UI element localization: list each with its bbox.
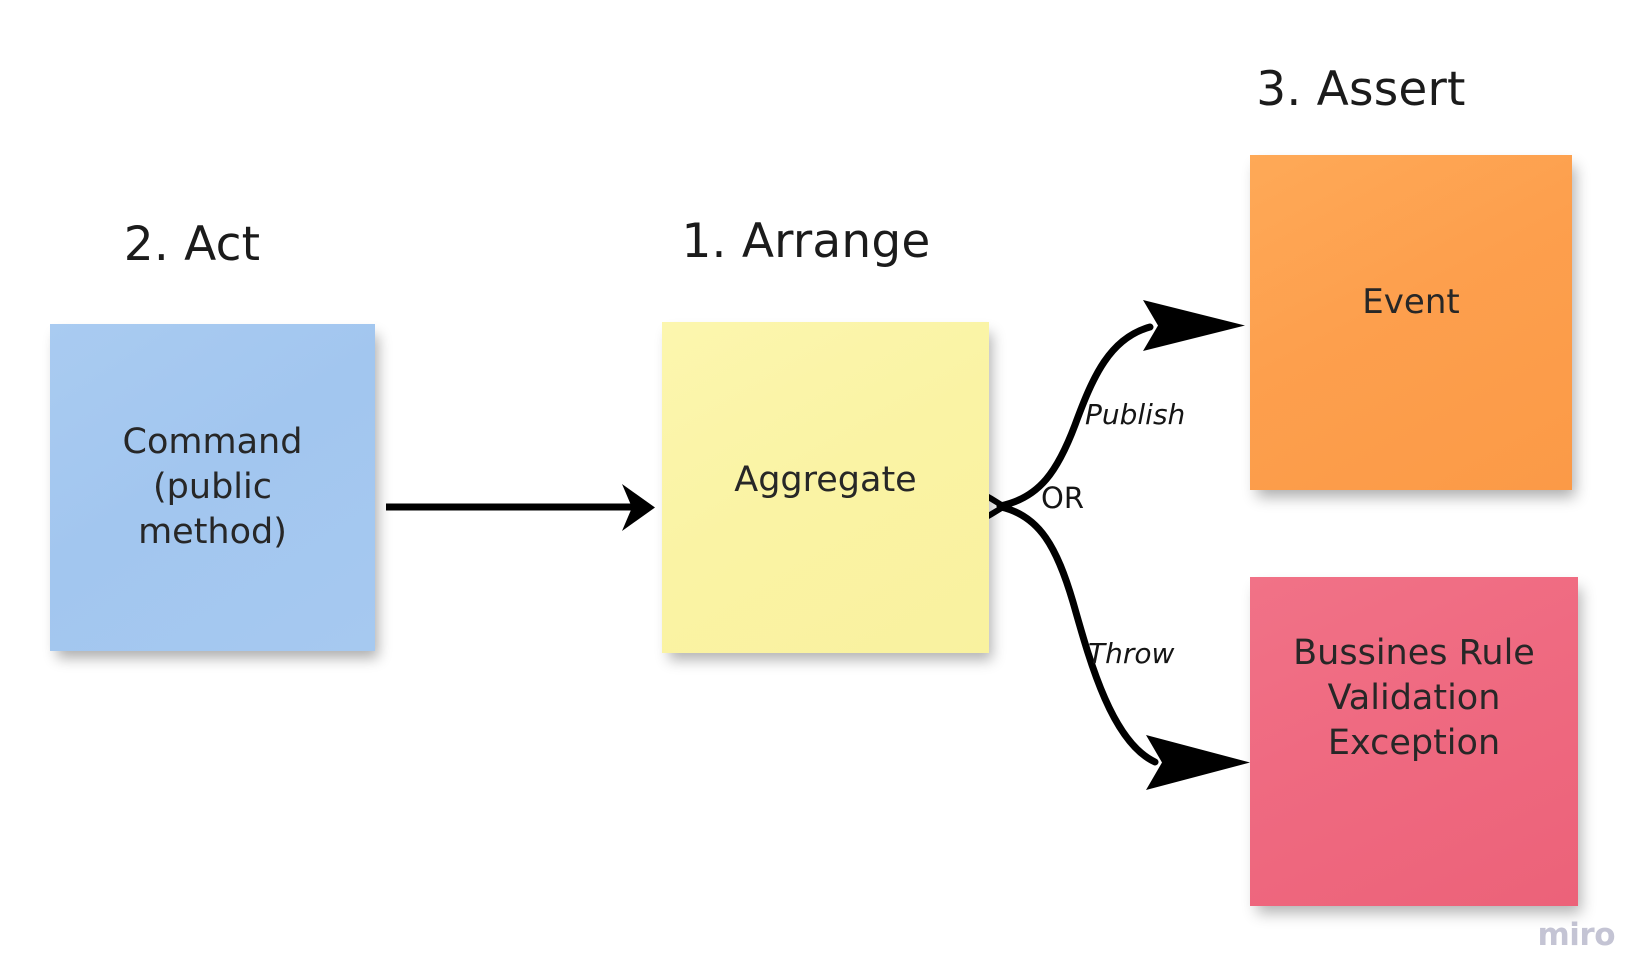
arrow-command-to-aggregate bbox=[386, 484, 655, 531]
sticky-note-aggregate[interactable]: Aggregate bbox=[662, 322, 989, 653]
heading-arrange: 1. Arrange bbox=[681, 214, 931, 269]
edge-label-publish: Publish bbox=[1085, 398, 1186, 431]
sticky-note-event-label: Event bbox=[1362, 282, 1460, 322]
heading-act: 2. Act bbox=[123, 217, 261, 272]
sticky-note-event[interactable]: Event bbox=[1250, 155, 1572, 490]
sticky-note-command[interactable]: Command (public method) bbox=[50, 324, 375, 651]
sticky-note-aggregate-label: Aggregate bbox=[734, 460, 917, 501]
sticky-note-exception-label: Bussines Rule Validation Exception bbox=[1293, 633, 1535, 763]
edge-label-throw: Throw bbox=[1088, 637, 1175, 670]
sticky-note-business-rule-validation-exception[interactable]: Bussines Rule Validation Exception bbox=[1250, 577, 1578, 906]
miro-watermark: miro bbox=[1537, 917, 1615, 953]
edge-label-or: OR bbox=[1041, 481, 1084, 515]
sticky-note-command-label: Command (public method) bbox=[122, 422, 303, 552]
heading-assert: 3. Assert bbox=[1256, 62, 1466, 117]
